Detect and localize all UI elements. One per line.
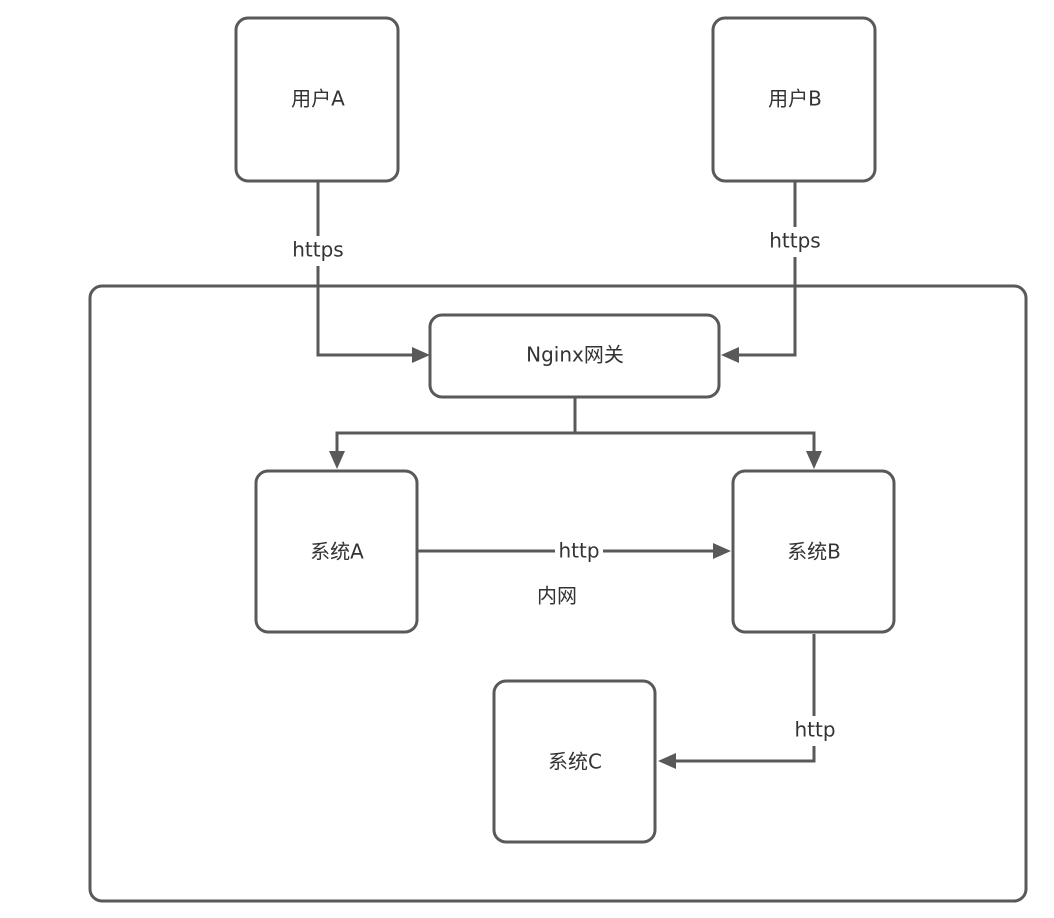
intranet-container bbox=[88, 284, 1028, 903]
user-a-to-nginx-arrowhead bbox=[412, 347, 430, 363]
user-b-https-label-background bbox=[767, 227, 823, 257]
user-b-to-nginx-arrowhead bbox=[721, 347, 739, 363]
nginx-to-system-a-line bbox=[335, 398, 577, 455]
intranet-label: 内网 bbox=[537, 584, 577, 608]
system-c-label: 系统C bbox=[548, 750, 602, 774]
user-a-https-label: https bbox=[292, 238, 343, 262]
system-b-to-system-c-arrowhead bbox=[658, 753, 676, 769]
system-b-label: 系统B bbox=[787, 540, 841, 564]
user-a-label: 用户A bbox=[291, 87, 345, 111]
system-b-to-system-c-line bbox=[673, 634, 816, 763]
nginx-to-system-b-arrowhead bbox=[806, 451, 822, 469]
user-b-label: 用户B bbox=[768, 87, 822, 111]
user-b-https-label: https bbox=[769, 229, 820, 253]
nginx-gateway-node[interactable] bbox=[428, 313, 721, 399]
system-a-label: 系统A bbox=[310, 540, 364, 564]
system-a-node[interactable] bbox=[254, 469, 419, 634]
nginx-to-system-a-arrowhead bbox=[329, 451, 345, 469]
system-b-http-label: http bbox=[794, 718, 835, 742]
system-a-to-system-b-arrowhead bbox=[713, 543, 731, 559]
system-a-http-label-background bbox=[555, 537, 603, 567]
nginx-to-system-b-line bbox=[575, 431, 816, 455]
user-a-node[interactable] bbox=[234, 16, 400, 183]
user-b-node[interactable] bbox=[711, 16, 877, 183]
system-a-http-label: http bbox=[558, 539, 599, 563]
system-c-node[interactable] bbox=[492, 679, 657, 844]
system-b-http-label-background bbox=[791, 716, 839, 746]
nginx-gateway-label: Nginx网关 bbox=[526, 343, 624, 367]
user-a-https-label-background bbox=[290, 236, 346, 266]
system-b-node[interactable] bbox=[731, 469, 896, 634]
